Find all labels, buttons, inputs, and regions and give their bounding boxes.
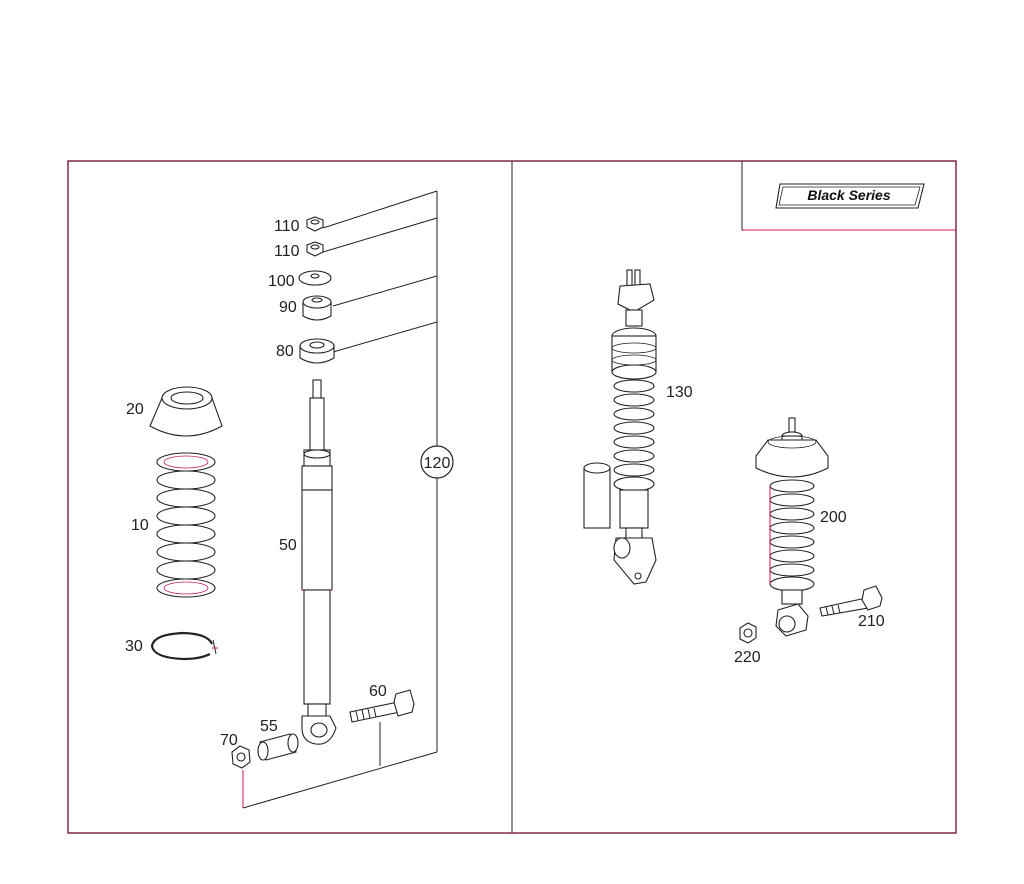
callout-100: 100 <box>268 273 295 290</box>
callout-110-upper: 110 <box>274 218 300 235</box>
callout-30: 30 <box>125 638 143 655</box>
nut-110-upper <box>306 216 324 232</box>
nut-70 <box>231 745 251 769</box>
nut-220 <box>739 622 757 644</box>
callout-220: 220 <box>734 649 761 666</box>
callout-20: 20 <box>126 401 144 418</box>
shock-absorber-50 <box>301 379 337 745</box>
callout-210: 210 <box>858 613 885 630</box>
callout-90: 90 <box>279 299 297 316</box>
bolt-60 <box>349 689 415 723</box>
callout-110-lower: 110 <box>274 243 300 260</box>
callout-200: 200 <box>820 509 847 526</box>
callout-130: 130 <box>666 384 693 401</box>
callout-10: 10 <box>131 517 149 534</box>
callout-120: 120 <box>424 455 451 472</box>
coilover-200 <box>755 417 829 637</box>
nut-110-lower <box>306 241 324 257</box>
bolt-210 <box>819 585 883 617</box>
callout-50: 50 <box>279 537 297 554</box>
sleeve-55 <box>257 733 299 761</box>
coil-spring-10 <box>156 452 216 598</box>
bushing-90 <box>302 295 332 321</box>
coilover-130 <box>583 269 657 585</box>
callout-120-circle: 120 <box>420 445 454 479</box>
spring-seat-20 <box>149 386 223 437</box>
callout-60: 60 <box>369 683 387 700</box>
black-series-badge: Black Series <box>741 161 956 231</box>
badge-text: Black Series <box>807 187 890 203</box>
washer-100 <box>298 270 332 286</box>
callout-80: 80 <box>276 343 294 360</box>
callout-70: 70 <box>220 732 238 749</box>
retaining-ring-30 <box>150 631 218 661</box>
mount-80 <box>299 338 335 364</box>
callout-55: 55 <box>260 718 278 735</box>
